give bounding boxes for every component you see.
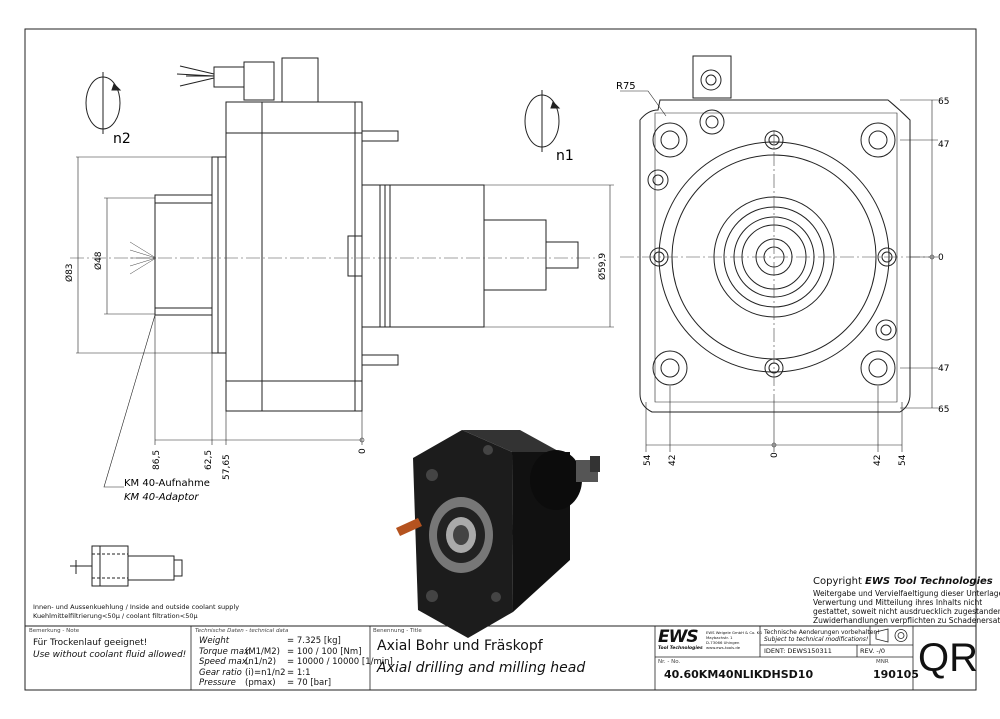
tech-header: Technische Daten - technical data xyxy=(195,628,289,634)
remark-de: Für Trockenlauf geeignet! xyxy=(33,638,148,648)
nr-label: Nr. - No. xyxy=(658,659,681,665)
dim-b-42-right: 42 xyxy=(873,455,883,466)
ident-value: DEWS150311 xyxy=(787,647,832,655)
km-label-en: KM 40-Adaptor xyxy=(124,492,199,503)
tech-row: Torque max.(M1/M2)= 100 / 100 [Nm] xyxy=(199,646,362,657)
tech-param: (i)=n1/n2 xyxy=(245,667,286,678)
copyright-title: Copyright EWS Tool Technologies xyxy=(813,576,993,587)
coolant-schematic xyxy=(70,545,183,587)
dim-d83: Ø83 xyxy=(64,263,75,282)
nr-value: 40.60KM40NLIKDHSD10 xyxy=(664,668,814,681)
tech-row: Pressure(pmax)= 70 [bar] xyxy=(199,678,332,688)
copyright-line-3: gestattet, soweit nicht ausdruecklich zu… xyxy=(813,607,1000,616)
company-line: D-73066 Uhingen xyxy=(706,640,740,645)
tech-label: Pressure xyxy=(199,678,236,688)
tech-value: 70 [bar] xyxy=(296,678,332,688)
logo-subtext: Tool Technologies xyxy=(658,646,703,651)
rotation-label-n1: n1 xyxy=(556,148,574,164)
dim-b-54-right: 54 xyxy=(898,454,908,466)
dim-r-0: 0 xyxy=(938,253,944,263)
remark-header: Bemerkung - Note xyxy=(29,628,80,634)
tech-row: Gear ratio(i)=n1/n2= 1:1 xyxy=(199,667,311,678)
company-line: Maybachstr. 1 xyxy=(706,635,733,640)
tech-param: (M1/M2) xyxy=(245,646,280,657)
tech-value: 10000 / 10000 [1/min] xyxy=(296,657,393,667)
copyright-line-4: Zuwiderhandlungen verpflichten zu Schade… xyxy=(813,616,1000,625)
qr-label: QR xyxy=(918,636,978,680)
rotation-label-n2: n2 xyxy=(113,131,131,147)
radius-label: R75 xyxy=(616,81,636,92)
tech-value: 7.325 [kg] xyxy=(296,636,341,646)
tech-row: Speed max.(n1/n2)= 10000 / 10000 [1/min] xyxy=(199,657,393,667)
side-view xyxy=(154,57,579,412)
dim-b-54-left: 54 xyxy=(643,454,653,466)
rev-field: REV. -/0 xyxy=(860,647,885,655)
mnr-value: 190105 xyxy=(873,668,919,681)
ident-field: IDENT: DEWS150311 xyxy=(764,647,832,655)
tech-data-table: Weight= 7.325 [kg] Torque max.(M1/M2)= 1… xyxy=(199,636,393,689)
title-header: Benennung - Title xyxy=(373,628,422,634)
change-notice-en: Subject to technical modifications! xyxy=(764,636,869,643)
dim-r-47-bottom: 47 xyxy=(938,364,949,374)
change-notice-de: Technische Aenderungen vorbehalten! xyxy=(764,629,880,636)
company-line: www.ews-tools.de xyxy=(706,645,741,650)
tech-label: Torque max. xyxy=(199,646,252,657)
company-line: EWS Weigele GmbH & Co. KG xyxy=(706,630,763,635)
tech-label: Speed max. xyxy=(199,657,250,667)
tech-value: 100 / 100 [Nm] xyxy=(296,646,362,657)
product-render xyxy=(396,430,600,638)
rev-label: REV. xyxy=(860,647,875,655)
copyright-prefix: Copyright xyxy=(813,576,866,587)
coolant-line-2: Kuehlmittelfiltrierung<50µ / coolant fil… xyxy=(33,612,198,620)
company-address: EWS Weigele GmbH & Co. KG Maybachstr. 1 … xyxy=(706,630,762,650)
dim-d48: Ø48 xyxy=(93,251,104,270)
logo-text: EWS xyxy=(658,627,699,647)
copyright-line-1: Weitergabe und Vervielfaeltigung dieser … xyxy=(813,589,1000,598)
dim-0-left: 0 xyxy=(358,448,368,454)
copyright-brand: EWS Tool Technologies xyxy=(865,576,993,587)
dim-b-0: 0 xyxy=(770,452,780,458)
tech-label: Weight xyxy=(199,636,230,646)
dim-r-65-bottom: 65 xyxy=(938,405,949,415)
dim-57-65: 57,65 xyxy=(222,454,232,480)
dim-b-42-left: 42 xyxy=(668,455,678,466)
dim-86-5: 86,5 xyxy=(152,450,162,470)
title-en: Axial drilling and milling head xyxy=(377,660,586,676)
km-label-de: KM 40-Aufnahme xyxy=(124,478,210,489)
title-de: Axial Bohr und Fräskopf xyxy=(377,638,543,654)
ews-logo: EWS Tool Technologies xyxy=(658,627,704,651)
tech-label: Gear ratio xyxy=(199,667,242,678)
dim-r-47-top: 47 xyxy=(938,140,949,150)
remark-en: Use without coolant fluid allowed! xyxy=(33,650,187,660)
projection-symbol-icon xyxy=(875,628,908,643)
tech-param: (pmax) xyxy=(245,678,276,688)
tech-param: (n1/n2) xyxy=(245,657,277,667)
ident-label: IDENT: xyxy=(764,647,786,655)
coolant-line-1: Innen- und Aussenkuehlung / Inside and o… xyxy=(33,603,240,611)
copyright-notice: Weitergabe und Vervielfaeltigung dieser … xyxy=(813,589,1000,625)
front-view xyxy=(639,55,911,413)
tech-value: 1:1 xyxy=(296,667,311,678)
mnr-label: MNR xyxy=(876,659,889,665)
dim-62-5: 62,5 xyxy=(204,450,214,470)
tech-row: Weight= 7.325 [kg] xyxy=(199,636,341,646)
rev-value: -/0 xyxy=(876,647,886,655)
dim-r-65-top: 65 xyxy=(938,97,949,107)
dim-d59: Ø59,9 xyxy=(597,253,608,280)
copyright-line-2: Verwertung und Mitteilung ihres Inhalts … xyxy=(813,598,983,607)
